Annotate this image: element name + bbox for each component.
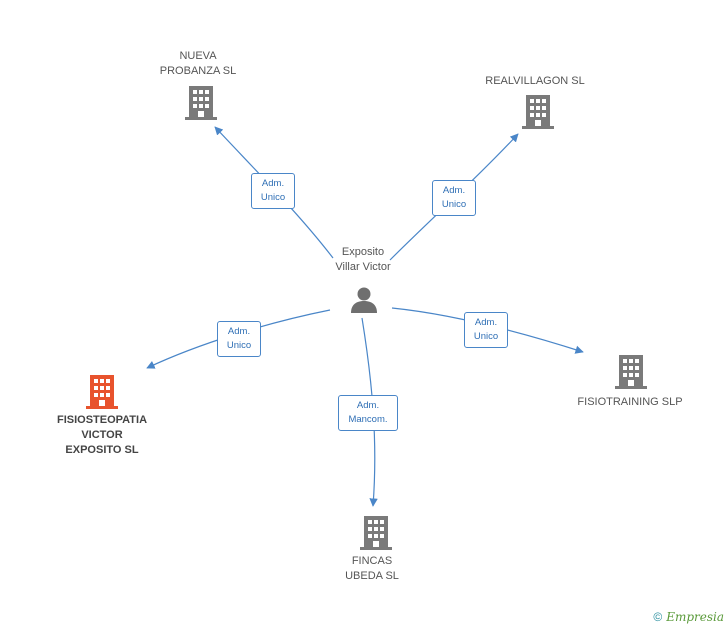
relation-badge-fisiosteopatia[interactable]: Adm. Unico (217, 321, 261, 357)
person-icon[interactable] (349, 285, 379, 315)
relation-badge-nueva[interactable]: Adm. Unico (251, 173, 295, 209)
building-icon[interactable] (522, 95, 554, 129)
company-label-fincas[interactable]: FINCAS UBEDA SL (345, 555, 399, 582)
company-label-fisiosteopatia[interactable]: FISIOSTEOPATIA VICTOR EXPOSITO SL (56, 414, 148, 456)
footer-brand[interactable]: ©Empresia (653, 610, 724, 624)
center-label[interactable]: Exposito Villar Victor (335, 246, 391, 273)
company-label-nueva[interactable]: NUEVA PROBANZA SL (159, 50, 237, 77)
relation-badge-realvillagon[interactable]: Adm. Unico (432, 180, 476, 216)
relation-badge-fincas[interactable]: Adm. Mancom. (338, 395, 398, 431)
building-icon[interactable] (615, 355, 647, 389)
copyright-symbol: © (653, 610, 663, 624)
brand-logo: Empresia (666, 610, 724, 624)
relation-badge-fisiotraining[interactable]: Adm. Unico (464, 312, 508, 348)
company-label-fisiotraining[interactable]: FISIOTRAINING SLP (577, 396, 683, 408)
building-icon[interactable] (86, 375, 118, 409)
building-icon[interactable] (360, 516, 392, 550)
building-icon[interactable] (185, 86, 217, 120)
company-label-realvillagon[interactable]: REALVILLAGON SL (485, 75, 585, 87)
